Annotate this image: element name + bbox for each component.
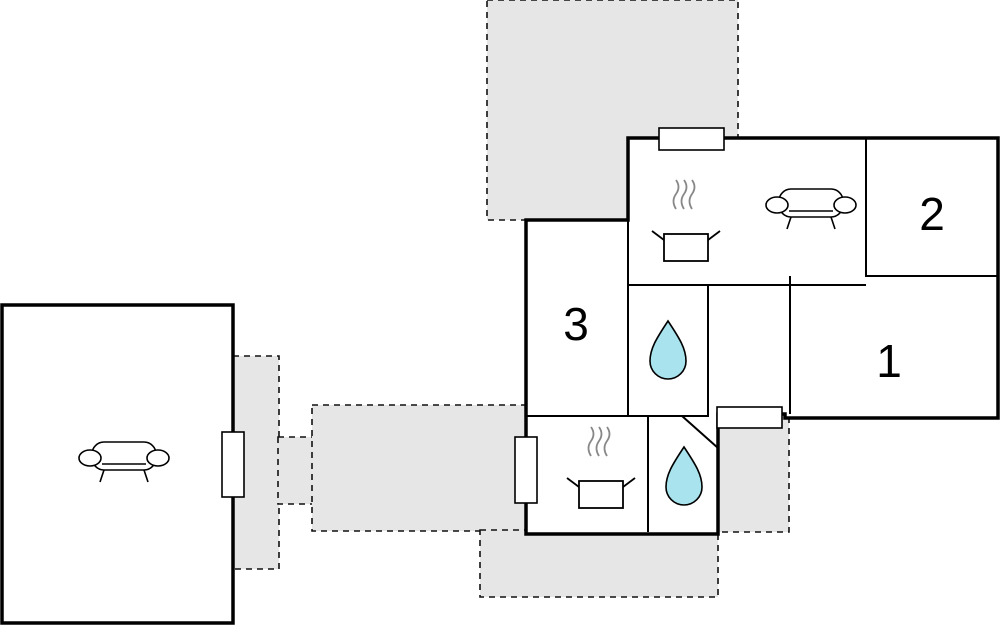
room-2-label: 2 xyxy=(919,188,945,240)
room-3-label: 3 xyxy=(563,298,589,350)
door-north xyxy=(658,127,725,151)
interior-walls xyxy=(526,138,998,532)
terrace-link xyxy=(277,436,314,505)
terrace-east xyxy=(714,413,790,533)
room-1-label: 1 xyxy=(876,335,902,387)
door-annex xyxy=(221,431,245,498)
terrace-middle xyxy=(311,404,527,532)
door-east xyxy=(716,406,783,429)
door-west xyxy=(514,436,538,504)
terrace-south xyxy=(479,529,719,598)
